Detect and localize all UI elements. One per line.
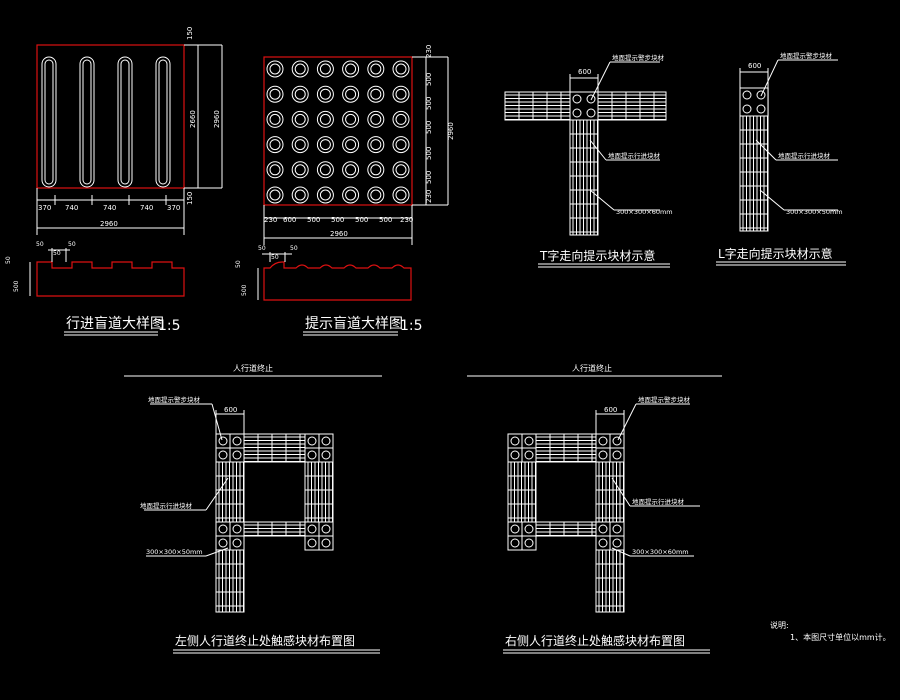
tile-b-dim-1: 230 bbox=[264, 216, 277, 224]
tile-b-rdim-7: 230 bbox=[425, 190, 433, 203]
tile-b-scale: 1:5 bbox=[400, 318, 423, 334]
tile-b-plan bbox=[263, 56, 449, 245]
notes-heading: 说明: bbox=[770, 620, 789, 630]
tile-b-dim-2: 600 bbox=[283, 216, 296, 224]
tile-b-dim-total: 2960 bbox=[330, 230, 348, 238]
tile-b-rdim-total: 2960 bbox=[447, 122, 455, 140]
right-end-label-warning: 地面提示警步块材 bbox=[638, 395, 691, 404]
left-end-layout bbox=[124, 375, 382, 613]
l-width-dim: 600 bbox=[748, 62, 761, 70]
right-end-title: 右侧人行道终止处触感块材布置图 bbox=[505, 633, 685, 648]
tile-b-rdim-6: 500 bbox=[425, 171, 433, 184]
tile-a-rdim-mid: 2660 bbox=[189, 110, 197, 128]
tile-b-rdim-2: 500 bbox=[425, 73, 433, 86]
tile-b-dim-3: 500 bbox=[307, 216, 320, 224]
right-end-layout bbox=[467, 375, 722, 613]
notes-line-1: 1、本图尺寸单位以mm计。 bbox=[790, 632, 891, 642]
tile-a-rdim-total: 2960 bbox=[213, 110, 221, 128]
l-label-guide: 地面提示行进块材 bbox=[778, 151, 831, 160]
tile-b-dim-4: 500 bbox=[331, 216, 344, 224]
left-end-width: 600 bbox=[224, 406, 237, 414]
right-end-width: 600 bbox=[604, 406, 617, 414]
tile-b-rdim-1: 230 bbox=[425, 45, 433, 58]
t-width-dim: 600 bbox=[578, 68, 591, 76]
tile-a-plan bbox=[36, 44, 223, 235]
t-label-warning: 地面提示警步块材 bbox=[612, 53, 665, 62]
l-label-size: 300×300×50mm bbox=[786, 208, 843, 216]
right-end-header: 人行道终止 bbox=[572, 363, 612, 373]
tile-a-sec-dim-4: 500 bbox=[13, 280, 20, 292]
tile-b-section bbox=[257, 252, 412, 301]
tile-b-rdim-3: 500 bbox=[425, 97, 433, 110]
tile-a-dim-3: 740 bbox=[103, 204, 116, 212]
tile-a-rdim-top: 150 bbox=[186, 27, 194, 40]
tile-b-rdim-5: 500 bbox=[425, 147, 433, 160]
t-label-size: 300×300×60mm bbox=[616, 208, 673, 216]
tile-a-section bbox=[29, 248, 185, 297]
tile-b-dim-6: 500 bbox=[379, 216, 392, 224]
left-end-label-size: 300×300×50mm bbox=[146, 548, 203, 556]
tile-b-dim-5: 500 bbox=[355, 216, 368, 224]
left-end-label-guide: 地面提示行进块材 bbox=[140, 501, 193, 510]
right-end-label-guide: 地面提示行进块材 bbox=[632, 497, 685, 506]
tile-b-sec-dim-5: 50 bbox=[235, 260, 242, 268]
tile-a-sec-dim-1: 50 bbox=[36, 241, 44, 248]
tile-a-rdim-bot: 150 bbox=[186, 192, 194, 205]
tile-a-dim-1: 370 bbox=[38, 204, 51, 212]
tile-b-dim-7: 230 bbox=[400, 216, 413, 224]
l-layout bbox=[739, 59, 838, 232]
left-end-header: 人行道终止 bbox=[233, 363, 273, 373]
tile-a-sec-dim-5: 50 bbox=[5, 256, 12, 264]
l-label-warning: 地面提示警步块材 bbox=[780, 51, 833, 60]
tile-a-scale: 1:5 bbox=[158, 318, 181, 334]
tile-a-dim-2: 740 bbox=[65, 204, 78, 212]
tile-a-title: 行进盲道大样图 bbox=[66, 315, 164, 332]
t-label-guide: 地面提示行进块材 bbox=[608, 151, 661, 160]
tile-b-sec-dim-3: 50 bbox=[290, 245, 298, 252]
left-end-label-warning: 地面提示警步块材 bbox=[148, 395, 201, 404]
l-title: L字走向提示块材示意 bbox=[718, 246, 833, 261]
t-layout bbox=[504, 61, 667, 236]
tile-b-title: 提示盲道大样图 bbox=[305, 315, 403, 332]
tile-b-sec-dim-1: 50 bbox=[258, 245, 266, 252]
tile-a-dim-5: 370 bbox=[167, 204, 180, 212]
tile-a-sec-dim-2: 50 bbox=[53, 250, 61, 257]
tile-b-rdim-4: 500 bbox=[425, 121, 433, 134]
right-end-label-size: 300×300×60mm bbox=[632, 548, 689, 556]
tile-b-sec-dim-2: 50 bbox=[271, 254, 279, 261]
left-end-title: 左侧人行道终止处触感块材布置图 bbox=[175, 633, 355, 648]
t-title: T字走向提示块材示意 bbox=[539, 248, 655, 263]
tile-a-dim-total: 2960 bbox=[100, 220, 118, 228]
tile-a-sec-dim-3: 50 bbox=[68, 241, 76, 248]
tile-b-sec-dim-4: 500 bbox=[241, 284, 248, 296]
tile-a-dim-4: 740 bbox=[140, 204, 153, 212]
